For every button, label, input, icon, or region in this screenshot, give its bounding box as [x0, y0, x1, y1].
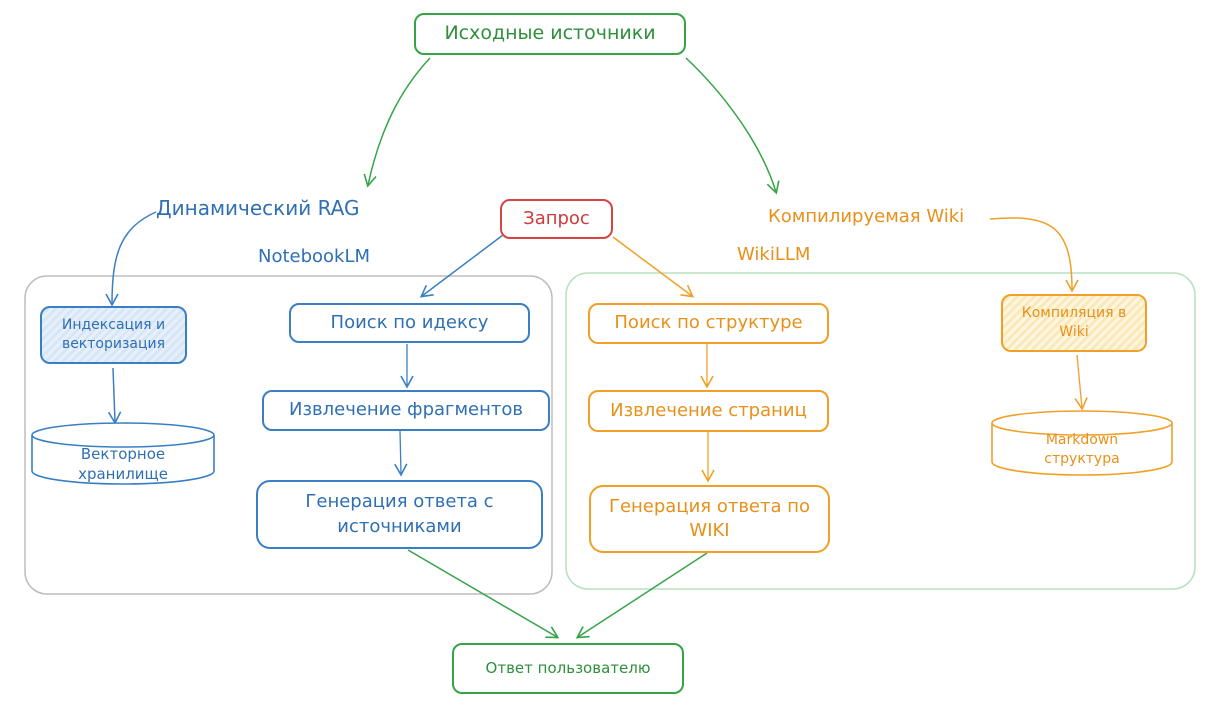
index-search-node: Поиск по идексу — [289, 303, 530, 343]
arrow-rag-gen-to-answer — [407, 549, 560, 639]
answer-node: Ответ пользователю — [452, 643, 684, 694]
arrow-sources-to-rag — [363, 57, 431, 188]
arrow-wiki-gen-to-answer — [575, 552, 708, 639]
arrow-compile-to-markdown — [1074, 354, 1088, 411]
notebooklm-group-frame — [24, 275, 553, 595]
arrow-fragments-to-generation — [394, 430, 408, 477]
arrow-indexing-to-store — [107, 367, 122, 425]
sources-node: Исходные источники — [414, 13, 686, 55]
page-extraction-node: Извлечение страниц — [588, 390, 829, 432]
indexing-vectorization-node: Индексация и векторизация — [40, 306, 187, 364]
request-node: Запрос — [500, 199, 613, 239]
arrow-rag-to-indexing — [105, 211, 157, 307]
arrow-sources-to-wiki — [685, 57, 780, 195]
generation-with-sources-node: Генерация ответа с источниками — [256, 480, 543, 549]
arrow-wiki-to-compile — [989, 217, 1079, 293]
wikillm-label: WikiLLM — [737, 244, 811, 265]
vector-store-cylinder — [31, 422, 215, 485]
compile-wiki-node: Компиляция в Wiki — [1001, 294, 1147, 352]
arrow-request-to-structure-search — [612, 236, 695, 298]
vector-store-label: Векторное хранилище — [78, 445, 168, 484]
generation-by-wiki-node: Генерация ответа по WIKI — [589, 485, 830, 553]
markdown-structure-cylinder — [991, 410, 1173, 476]
arrow-request-to-index-search — [419, 234, 504, 298]
markdown-structure-label: Markdown структура — [1044, 432, 1120, 467]
dynamic-rag-label: Динамический RAG — [156, 196, 360, 220]
notebooklm-label: NotebookLM — [258, 246, 371, 267]
wikillm-group-frame — [565, 272, 1196, 590]
fragment-extraction-node: Извлечение фрагментов — [262, 390, 550, 431]
compiled-wiki-label: Компилируемая Wiki — [768, 206, 965, 227]
structure-search-node: Поиск по структуре — [588, 303, 829, 344]
